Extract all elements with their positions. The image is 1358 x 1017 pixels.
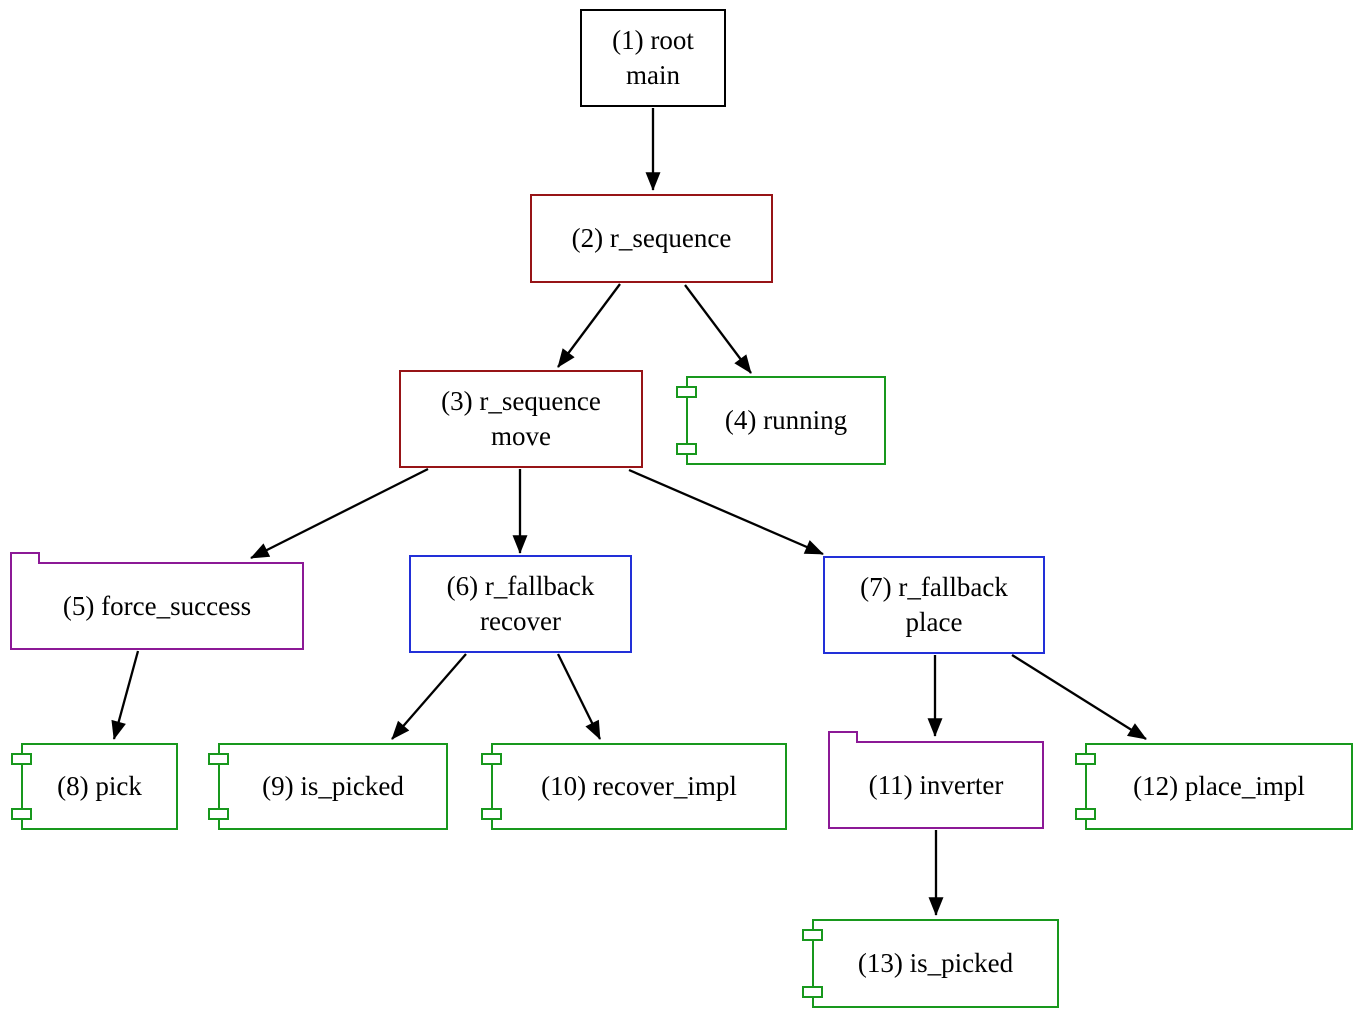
component-tab-icon — [208, 808, 229, 820]
component-tab-icon — [676, 443, 697, 455]
component-tab-icon — [11, 753, 32, 765]
component-tab-icon — [1075, 753, 1096, 765]
component-tab-icon — [676, 386, 697, 398]
edge-move-to-force-success — [250, 467, 429, 560]
node-label: (7) r_fallback place — [860, 572, 1008, 637]
node-6-r-fallback-recover: (6) r_fallback recover — [409, 555, 632, 653]
edge-r-sequence-to-move — [557, 283, 621, 368]
node-label: (8) pick — [57, 771, 142, 801]
node-11-inverter: (11) inverter — [827, 731, 1044, 829]
component-tab-icon — [802, 986, 823, 998]
node-label: (3) r_sequence move — [441, 386, 601, 451]
edge-recover-to-recover-impl — [556, 653, 602, 740]
node-label: (4) running — [724, 405, 848, 435]
node-1-root-main: (1) root main — [580, 9, 726, 107]
node-7-r-fallback-place: (7) r_fallback place — [823, 556, 1045, 654]
node-4-running: (4) running — [676, 376, 886, 465]
node-label: (11) inverter — [868, 769, 1004, 800]
component-tab-icon — [481, 753, 502, 765]
edge-force-success-to-pick — [111, 650, 140, 740]
node-9-is-picked: (9) is_picked — [208, 743, 448, 830]
node-label: (1) root main — [612, 25, 694, 90]
edge-place-to-place-impl — [1011, 654, 1147, 740]
edge-recover-to-is-picked — [391, 653, 467, 740]
component-tab-icon — [11, 808, 32, 820]
folder-tab-icon — [827, 731, 858, 743]
node-label: (5) force_success — [62, 590, 252, 621]
node-3-r-sequence-move: (3) r_sequence move — [399, 370, 643, 468]
edge-r-sequence-to-running — [684, 284, 752, 374]
node-12-place-impl: (12) place_impl — [1075, 743, 1353, 830]
component-tab-icon — [481, 808, 502, 820]
node-label: (6) r_fallback recover — [446, 571, 595, 636]
folder-tab-icon — [9, 552, 40, 564]
edge-move-to-fallback-place — [628, 468, 824, 556]
node-label: (9) is_picked — [262, 771, 404, 801]
node-13-is-picked: (13) is_picked — [802, 919, 1059, 1008]
node-label: (12) place_impl — [1133, 771, 1305, 801]
node-10-recover-impl: (10) recover_impl — [481, 743, 787, 830]
component-tab-icon — [208, 753, 229, 765]
node-8-pick: (8) pick — [11, 743, 178, 830]
component-tab-icon — [802, 929, 823, 941]
component-tab-icon — [1075, 808, 1096, 820]
node-label: (13) is_picked — [857, 948, 1014, 978]
node-5-force-success: (5) force_success — [9, 552, 304, 650]
node-label: (2) r_sequence — [571, 223, 732, 253]
node-2-r-sequence: (2) r_sequence — [530, 194, 773, 283]
node-label: (10) recover_impl — [541, 771, 737, 801]
